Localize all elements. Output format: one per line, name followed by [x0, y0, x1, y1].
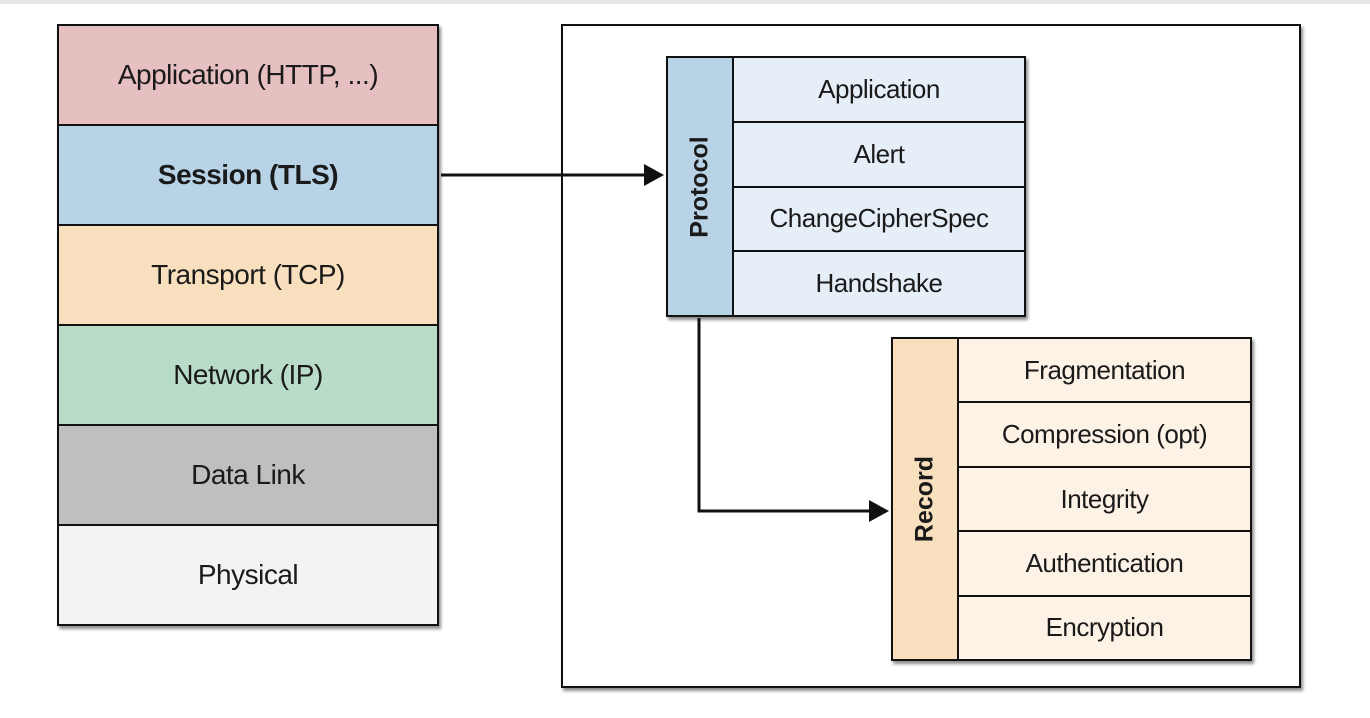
- protocol-item-application: Application: [734, 58, 1024, 123]
- protocol-side-bar: Protocol: [668, 58, 734, 315]
- osi-layer-physical: Physical: [59, 526, 437, 624]
- osi-layer-stack: Application (HTTP, ...) Session (TLS) Tr…: [57, 24, 439, 626]
- top-rule: [0, 0, 1370, 4]
- record-label: Record: [910, 455, 939, 543]
- record-item-fragmentation: Fragmentation: [959, 339, 1250, 404]
- record-side-bar: Record: [893, 339, 959, 659]
- protocol-group: Protocol Application Alert ChangeCipherS…: [666, 56, 1026, 317]
- protocol-label: Protocol: [685, 135, 714, 238]
- record-item-encryption: Encryption: [959, 596, 1250, 660]
- protocol-rows: Application Alert ChangeCipherSpec Hands…: [734, 58, 1024, 315]
- protocol-item-changecipherspec: ChangeCipherSpec: [734, 187, 1024, 253]
- osi-layer-transport: Transport (TCP): [59, 226, 437, 326]
- record-rows: Fragmentation Compression (opt) Integrit…: [959, 339, 1250, 660]
- record-item-authentication: Authentication: [959, 532, 1250, 597]
- protocol-item-handshake: Handshake: [734, 252, 1024, 315]
- osi-layer-application: Application (HTTP, ...): [59, 26, 437, 126]
- record-group: Record Fragmentation Compression (opt) I…: [891, 337, 1252, 661]
- record-item-compression: Compression (opt): [959, 403, 1250, 468]
- protocol-item-alert: Alert: [734, 122, 1024, 188]
- record-item-integrity: Integrity: [959, 467, 1250, 533]
- osi-layer-session: Session (TLS): [59, 126, 437, 226]
- osi-layer-data-link: Data Link: [59, 426, 437, 526]
- osi-layer-network: Network (IP): [59, 326, 437, 426]
